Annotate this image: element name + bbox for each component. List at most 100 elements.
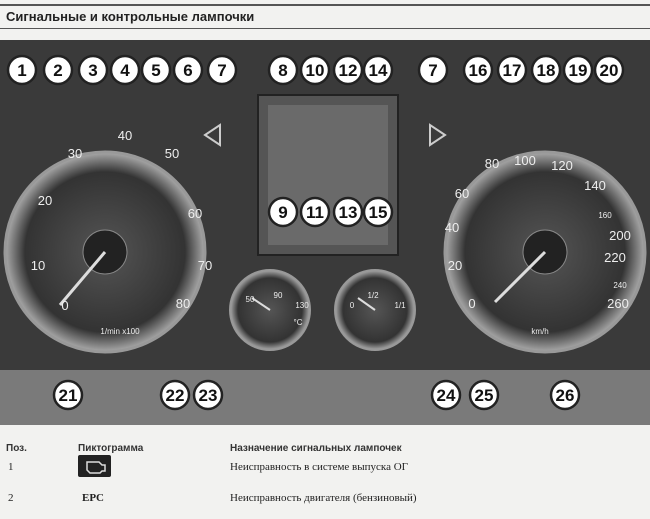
- tach-unit-label: 1/min x100: [100, 327, 140, 336]
- callout-number: 21: [59, 386, 78, 405]
- row-2-desc: Неисправность двигателя (бензиновый): [230, 492, 417, 504]
- callout-circle: [299, 196, 331, 228]
- callout-number: 7: [217, 61, 226, 80]
- tachometer: [3, 150, 207, 354]
- callout-number: 12: [339, 61, 358, 80]
- callout-number: 19: [569, 61, 588, 80]
- fuel-tick-label: 0: [350, 301, 355, 310]
- callout-circle: [530, 54, 562, 86]
- speedo-tick-label: 120: [551, 158, 573, 173]
- temp-tick-label: 90: [274, 291, 283, 300]
- callout-circle: [430, 379, 462, 411]
- speedo-unit-label: km/h: [531, 327, 548, 336]
- callout-number: 3: [88, 61, 97, 80]
- callout-number: 25: [475, 386, 494, 405]
- callout-circle: [42, 54, 74, 86]
- callout-circle: [267, 54, 299, 86]
- row-2-pos: 2: [8, 492, 14, 504]
- tach-tick-label: 20: [38, 193, 52, 208]
- title-rule: [0, 28, 650, 29]
- top-rule: [0, 4, 650, 6]
- callout-circle: [332, 54, 364, 86]
- tach-tick-label: 0: [61, 298, 68, 313]
- callout-circle: [206, 54, 238, 86]
- speedo-tick-label: 0: [468, 296, 475, 311]
- callout-number: 1: [17, 61, 26, 80]
- fuel-tick-label: 1/2: [367, 291, 379, 300]
- callout-number: 18: [537, 61, 556, 80]
- callout-circle: [468, 379, 500, 411]
- turn-right-arrow-icon: [429, 123, 447, 147]
- row-1-pos: 1: [8, 461, 14, 473]
- tach-tick-label: 10: [31, 258, 45, 273]
- col-header-pictogram: Пиктограмма: [78, 443, 144, 454]
- callout-circle: [159, 379, 191, 411]
- callout-circle: [562, 54, 594, 86]
- callout-number: 11: [306, 203, 324, 222]
- callout-circle: [332, 196, 364, 228]
- turn-left-arrow-icon: [203, 123, 221, 147]
- callout-circle: [362, 54, 394, 86]
- row-2-pictogram: EPC: [82, 492, 104, 504]
- speedo-tick-label: 220: [604, 250, 626, 265]
- callout-circle: [299, 54, 331, 86]
- callout-number: 6: [183, 61, 192, 80]
- callout-number: 23: [199, 386, 218, 405]
- callout-number: 9: [278, 203, 287, 222]
- callout-circle: [462, 54, 494, 86]
- callout-number: 16: [469, 61, 488, 80]
- callout-number: 8: [278, 61, 287, 80]
- col-header-purpose: Назначение сигнальных лампочек: [230, 443, 402, 454]
- callout-number: 22: [166, 386, 185, 405]
- tach-tick-label: 80: [176, 296, 190, 311]
- tach-tick-label: 30: [68, 146, 82, 161]
- callout-number: 26: [556, 386, 575, 405]
- callout-circle: [417, 54, 449, 86]
- temp-unit-label: °C: [294, 318, 303, 327]
- callout-circle: [593, 54, 625, 86]
- temp-gauge: [229, 269, 311, 351]
- callout-circle: [549, 379, 581, 411]
- callout-circle: [140, 54, 172, 86]
- speedo-tick-label: 80: [485, 156, 499, 171]
- tach-tick-label: 70: [198, 258, 212, 273]
- speedo-tick-label: 260: [607, 296, 629, 311]
- speedo-tick-label: 160: [598, 211, 612, 220]
- speedometer: [443, 150, 647, 354]
- callout-number: 13: [339, 203, 358, 222]
- fuel-gauge: [334, 269, 416, 351]
- center-display: [257, 94, 399, 256]
- engine-check-icon: [78, 455, 111, 477]
- speedo-tick-label: 40: [445, 220, 459, 235]
- tach-tick-label: 50: [165, 146, 179, 161]
- temp-tick-label: 130: [295, 301, 309, 310]
- speedo-tick-label: 140: [584, 178, 606, 193]
- callout-number: 4: [120, 61, 130, 80]
- callout-number: 14: [369, 61, 388, 80]
- temp-tick-label: 50: [246, 295, 255, 304]
- callout-number: 17: [503, 61, 522, 80]
- col-header-pos: Поз.: [6, 443, 27, 454]
- callout-circle: [77, 54, 109, 86]
- callout-circle: [496, 54, 528, 86]
- speedo-tick-label: 100: [514, 153, 536, 168]
- callout-circle: [109, 54, 141, 86]
- callout-circle: [172, 54, 204, 86]
- callout-circle: [267, 196, 299, 228]
- row-1-desc: Неисправность в системе выпуска ОГ: [230, 461, 409, 473]
- tach-tick-label: 60: [188, 206, 202, 221]
- callout-circle: [6, 54, 38, 86]
- fuel-tick-label: 1/1: [394, 301, 406, 310]
- speedo-tick-label: 240: [613, 281, 627, 290]
- speedo-tick-label: 60: [455, 186, 469, 201]
- speedo-tick-label: 200: [609, 228, 631, 243]
- callout-number: 2: [53, 61, 62, 80]
- callout-number: 24: [437, 386, 456, 405]
- callout-circle: [52, 379, 84, 411]
- page-title: Сигнальные и контрольные лампочки: [6, 9, 255, 24]
- callout-number: 20: [600, 61, 619, 80]
- callout-number: 5: [151, 61, 160, 80]
- callout-number: 15: [369, 203, 388, 222]
- tach-tick-label: 40: [118, 128, 132, 143]
